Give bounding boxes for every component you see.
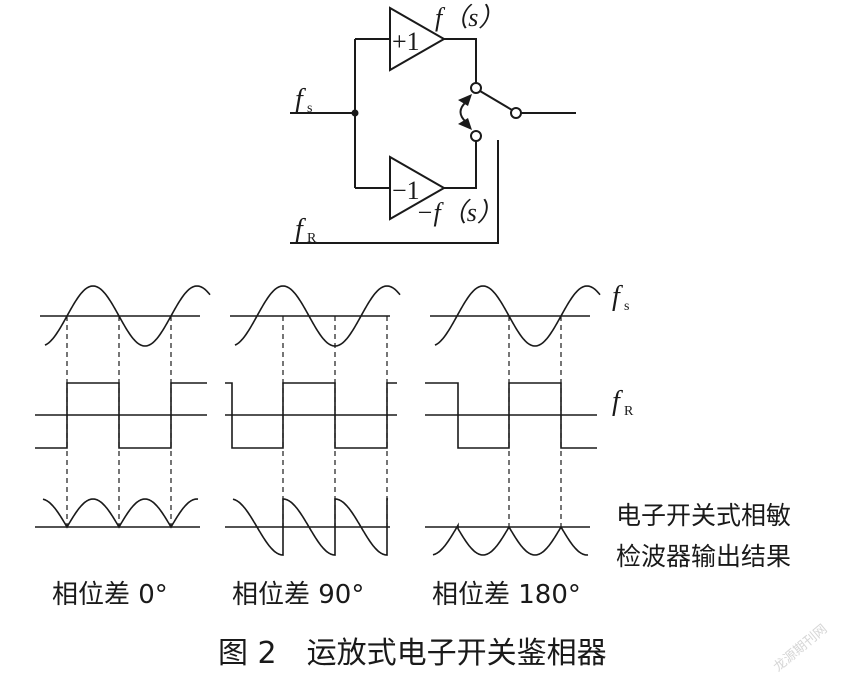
ref-sub: R [307,231,317,246]
output-wave-1 [232,498,389,556]
top-output-wire [444,38,477,83]
fs-wave-2 [434,285,601,347]
row-fs-label: f [612,281,623,312]
row-fr-label: f [612,386,623,417]
panel-label-0: 相位差 0° [52,580,168,610]
result-label-line1: 电子开关式相敏 [616,501,791,530]
result-label-line2: 检波器输出结果 [616,542,791,571]
waveform-panels [35,285,601,556]
ref-label: f [295,214,306,245]
circuit-diagram: +1 −1 f s f R f（s） −f（s） [290,3,576,246]
arrow-head-up [458,94,472,106]
switch-pivot [510,107,522,119]
out-top-label: f（s） [435,3,504,32]
amplifier-minus-one [389,155,447,221]
switch-contact-bottom [470,130,482,142]
fs-wave-0 [44,285,211,347]
panel-label-90: 相位差 90° [232,580,364,610]
row-fr-sub: R [624,404,634,419]
output-wave-2 [432,522,589,556]
input-label: f [295,84,306,115]
panel-label-180: 相位差 180° [432,580,581,610]
switch-arrow [459,101,467,123]
amp-bottom-gain: −1 [392,176,420,205]
amplifier-plus-one [389,6,447,72]
switch-contact-top [470,82,482,94]
figure-caption: 图 2 运放式电子开关鉴相器 [218,636,607,671]
fs-wave-1 [234,285,401,347]
row-fs-sub: s [624,299,629,314]
bottom-output-wire [444,140,477,189]
watermark-text: 龙源期刊网 [771,622,830,675]
output-wave-0 [42,498,199,529]
arrow-head-down [458,118,472,130]
reference-wire [290,140,499,244]
out-bottom-label: −f（s） [416,198,503,227]
input-sub: s [307,101,312,116]
amp-top-gain: +1 [392,27,420,56]
switch-arm [479,90,513,111]
